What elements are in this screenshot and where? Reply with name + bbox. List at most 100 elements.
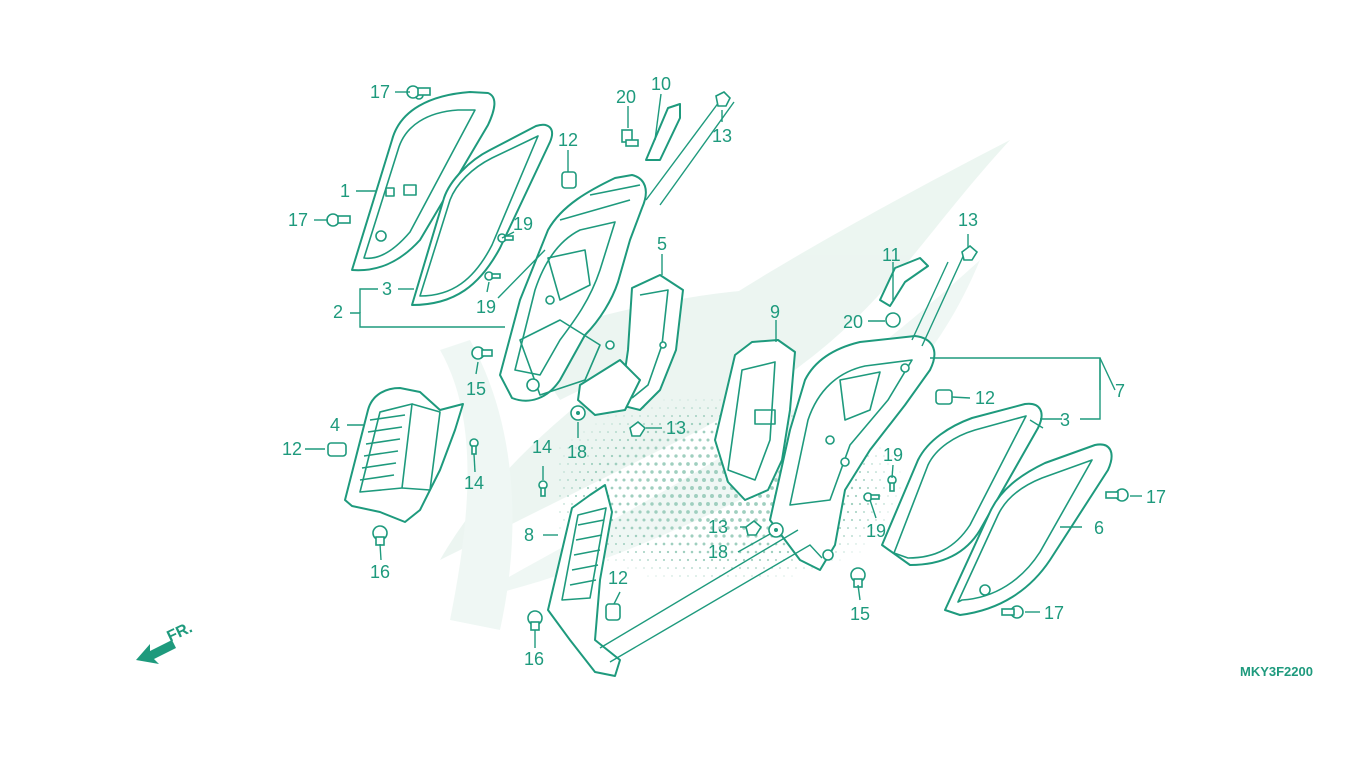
watermark-dot (563, 455, 565, 457)
watermark-dot (567, 511, 569, 513)
watermark-dot (626, 438, 630, 442)
watermark-dot (614, 446, 618, 450)
watermark-dot (635, 551, 637, 553)
watermark-dot (690, 454, 694, 458)
watermark-dot (631, 559, 633, 561)
watermark-dot (627, 567, 629, 569)
watermark-dot (715, 567, 717, 569)
watermark-dot (698, 422, 702, 426)
watermark-dot (706, 438, 710, 442)
watermark-dot (590, 462, 594, 466)
watermark-dot (626, 470, 630, 474)
watermark-dot (655, 559, 657, 561)
watermark-dot (650, 438, 654, 442)
watermark-dot (658, 534, 662, 538)
callout-12: 12 (282, 439, 302, 459)
washer-icon (768, 522, 784, 538)
callout-5: 5 (657, 234, 667, 254)
callout-12: 12 (608, 568, 628, 588)
watermark-dot (867, 471, 869, 473)
bolt-icon (1105, 488, 1129, 502)
callout-labels: 17 1 17 3 2 12 20 10 13 19 19 5 15 18 13… (282, 74, 1166, 669)
watermark-dot (706, 502, 710, 506)
watermark-dot (702, 558, 706, 562)
callout-16: 16 (370, 562, 390, 582)
watermark-dot (678, 446, 682, 450)
watermark-dot (739, 567, 741, 569)
watermark-dot (590, 478, 594, 482)
watermark-dot (879, 447, 881, 449)
watermark-dot (598, 462, 602, 466)
watermark-dot (879, 511, 881, 513)
watermark-dot (770, 550, 774, 554)
watermark-dot (711, 399, 713, 401)
watermark-dot (887, 463, 889, 465)
watermark-dot (614, 526, 618, 530)
watermark-dot (646, 526, 650, 530)
watermark-dot (607, 559, 609, 561)
callout-18: 18 (708, 542, 728, 562)
watermark-dot (647, 575, 649, 577)
bolt-icon (372, 525, 388, 546)
watermark-dot (650, 454, 654, 458)
watermark-dot (706, 518, 710, 522)
watermark-dot (650, 534, 654, 538)
watermark-dot (883, 455, 885, 457)
watermark-dot (567, 495, 569, 497)
watermark-dot (867, 519, 869, 521)
watermark-dot (642, 486, 646, 490)
watermark-dot (626, 502, 630, 506)
watermark-dot (639, 415, 641, 417)
watermark-dot (707, 407, 709, 409)
watermark-dot (626, 518, 630, 522)
screw-icon (484, 271, 501, 281)
front-label: FR. (165, 619, 196, 645)
watermark-dot (678, 494, 682, 498)
watermark-dot (666, 454, 670, 458)
part-4-vent-panel (344, 387, 464, 523)
watermark-dot (642, 534, 646, 538)
watermark-dot (850, 486, 854, 490)
watermark-dot (775, 559, 777, 561)
watermark-dot (687, 399, 689, 401)
watermark-dot (606, 478, 610, 482)
watermark-dot (638, 478, 642, 482)
watermark-dot (658, 502, 662, 506)
watermark-dot (714, 534, 718, 538)
watermark-dot (651, 567, 653, 569)
callout-18: 18 (567, 442, 587, 462)
watermark-dot (567, 463, 569, 465)
callout-19: 19 (513, 214, 533, 234)
watermark-dot (575, 479, 577, 481)
watermark-dot (867, 503, 869, 505)
watermark-dot (627, 423, 629, 425)
watermark-dot (659, 567, 661, 569)
watermark-dot (615, 559, 617, 561)
watermark-dot (575, 447, 577, 449)
watermark-dot (714, 454, 718, 458)
bolt-icon (471, 346, 493, 360)
watermark-dot (671, 575, 673, 577)
watermark-dot (587, 455, 589, 457)
callout-19: 19 (883, 445, 903, 465)
watermark-dot (847, 543, 849, 545)
watermark-dot (618, 486, 622, 490)
watermark-dot (679, 415, 681, 417)
watermark-dot (650, 486, 654, 490)
watermark-dot (891, 455, 893, 457)
watermark-dot (662, 510, 666, 514)
watermark-dot (746, 502, 750, 506)
part-11-bracket (879, 257, 929, 307)
watermark-dot (634, 534, 638, 538)
watermark-dot (762, 502, 766, 506)
collar-icon (327, 442, 347, 457)
watermark-dot (678, 542, 682, 546)
watermark-dot (643, 407, 645, 409)
watermark-dot (595, 455, 597, 457)
watermark-dot (891, 503, 893, 505)
watermark-dot (803, 567, 805, 569)
watermark-dot (622, 446, 626, 450)
watermark-dot (638, 494, 642, 498)
watermark-dot (634, 486, 638, 490)
